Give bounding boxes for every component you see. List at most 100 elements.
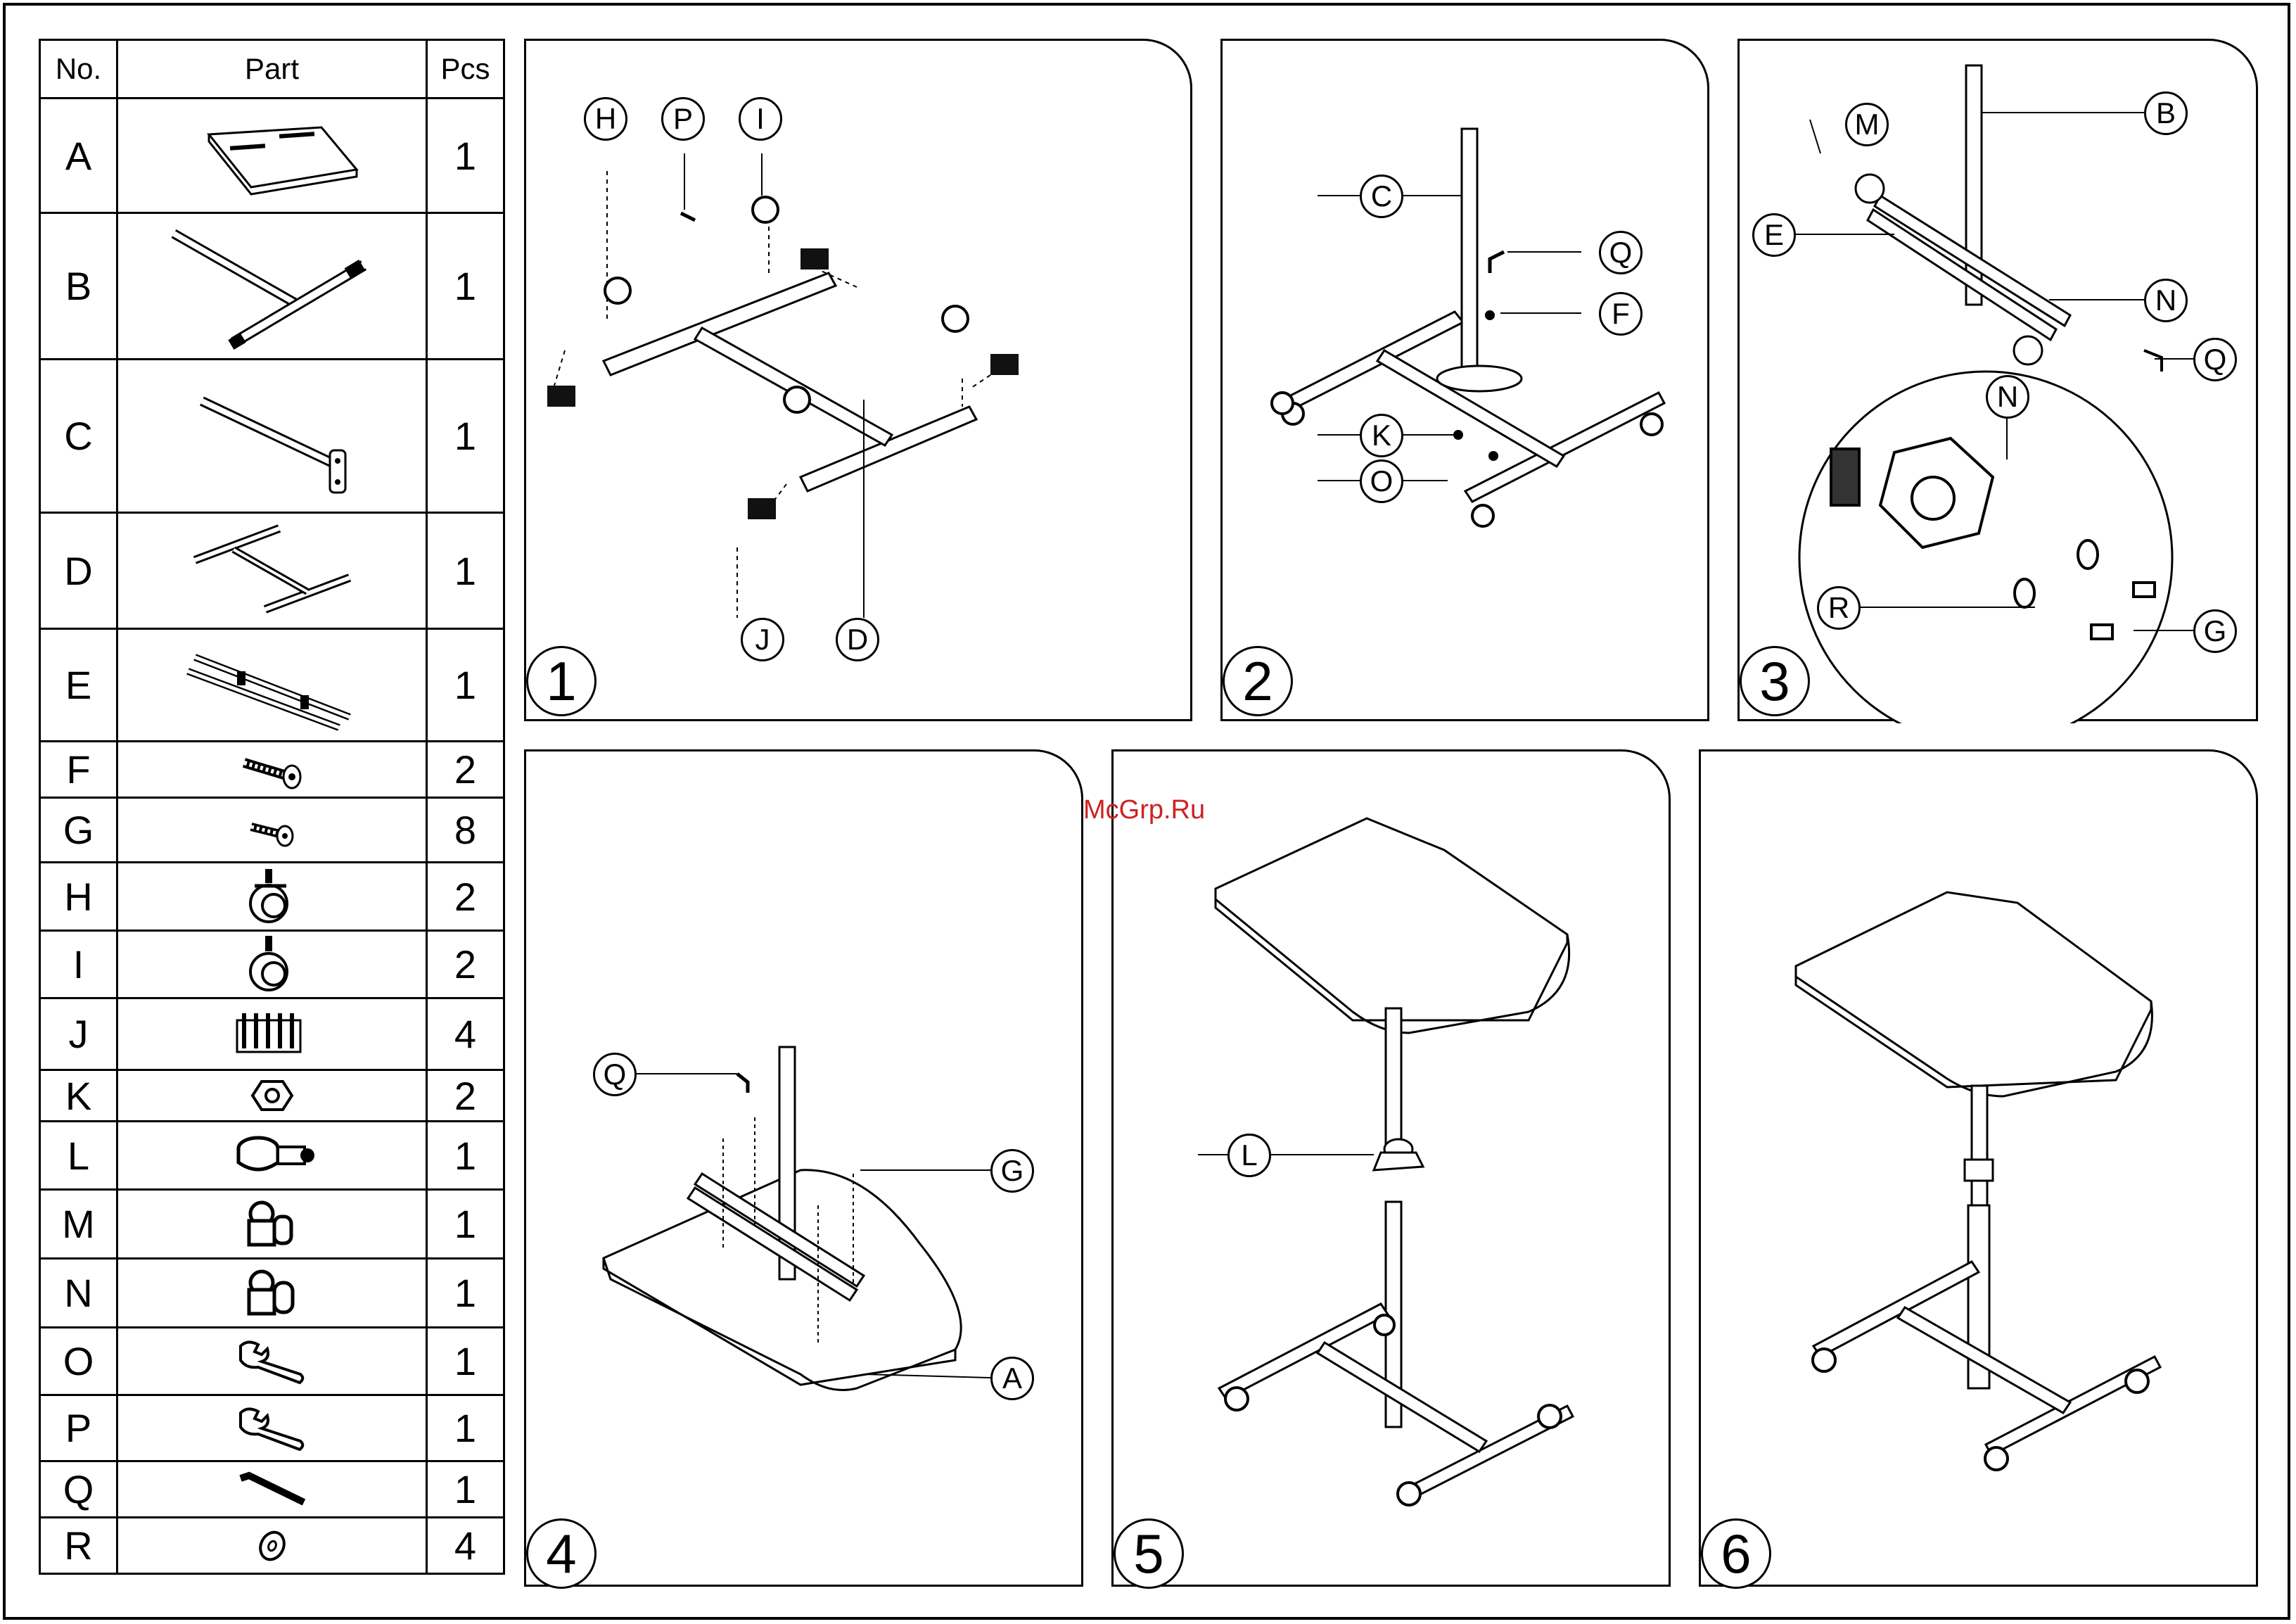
row-pcs: 1 bbox=[427, 360, 504, 513]
row-no: A bbox=[40, 99, 117, 213]
table-row: L 1 bbox=[40, 1122, 504, 1190]
row-pcs: 1 bbox=[427, 1328, 504, 1395]
wrench-icon bbox=[117, 1328, 427, 1395]
row-pcs: 1 bbox=[427, 513, 504, 629]
step-2-panel: C Q F K O 2 bbox=[1220, 39, 1709, 721]
row-no: I bbox=[40, 931, 117, 998]
tilt-bracket-icon bbox=[117, 629, 427, 742]
row-no: B bbox=[40, 213, 117, 360]
label-R: R bbox=[1817, 586, 1861, 630]
row-no: J bbox=[40, 998, 117, 1070]
row-pcs: 1 bbox=[427, 1395, 504, 1461]
long-bolt-icon bbox=[117, 742, 427, 798]
label-E: E bbox=[1752, 213, 1796, 257]
header-part: Part bbox=[117, 40, 427, 99]
table-row: E 1 bbox=[40, 629, 504, 742]
wrench-icon bbox=[117, 1395, 427, 1461]
row-pcs: 2 bbox=[427, 863, 504, 931]
table-row: G 8 bbox=[40, 798, 504, 863]
label-M: M bbox=[1845, 103, 1889, 146]
row-pcs: 8 bbox=[427, 798, 504, 863]
column-assembly-drawing bbox=[1223, 41, 1711, 723]
row-no: G bbox=[40, 798, 117, 863]
table-row: P 1 bbox=[40, 1395, 504, 1461]
row-no: E bbox=[40, 629, 117, 742]
row-no: L bbox=[40, 1122, 117, 1190]
parts-table: No. Part Pcs A 1 B 1 C 1 D bbox=[39, 39, 505, 1575]
label-Q: Q bbox=[593, 1053, 637, 1096]
table-row: I 2 bbox=[40, 931, 504, 998]
row-no: K bbox=[40, 1070, 117, 1122]
table-row: R 4 bbox=[40, 1518, 504, 1574]
label-N: N bbox=[2144, 279, 2188, 322]
row-no: D bbox=[40, 513, 117, 629]
nut-icon bbox=[117, 1070, 427, 1122]
caster-icon bbox=[117, 931, 427, 998]
row-no: M bbox=[40, 1190, 117, 1259]
label-J: J bbox=[741, 618, 784, 661]
row-pcs: 1 bbox=[427, 1190, 504, 1259]
step-3-panel: M B E N Q N R G 3 bbox=[1737, 39, 2258, 721]
table-row: M 1 bbox=[40, 1190, 504, 1259]
label-Q: Q bbox=[2193, 338, 2237, 381]
label-H: H bbox=[584, 97, 627, 141]
table-row: A 1 bbox=[40, 99, 504, 213]
washer-icon bbox=[117, 1518, 427, 1574]
table-row: D 1 bbox=[40, 513, 504, 629]
table-row: B 1 bbox=[40, 213, 504, 360]
step-number: 4 bbox=[526, 1518, 597, 1589]
label-P: P bbox=[661, 97, 705, 141]
allen-key-icon bbox=[117, 1461, 427, 1518]
table-row: J 4 bbox=[40, 998, 504, 1070]
label-D: D bbox=[836, 618, 879, 661]
finished-table-drawing bbox=[1701, 751, 2260, 1589]
label-I: I bbox=[739, 97, 782, 141]
label-K: K bbox=[1360, 414, 1403, 457]
row-no: Q bbox=[40, 1461, 117, 1518]
row-pcs: 1 bbox=[427, 99, 504, 213]
step-number: 6 bbox=[1701, 1518, 1771, 1589]
label-B: B bbox=[2144, 91, 2188, 135]
label-G: G bbox=[990, 1149, 1034, 1193]
row-pcs: 1 bbox=[427, 1259, 504, 1328]
row-no: R bbox=[40, 1518, 117, 1574]
row-pcs: 2 bbox=[427, 1070, 504, 1122]
watermark: McGrp.Ru bbox=[1083, 795, 1205, 825]
base-frame-icon bbox=[117, 513, 427, 629]
table-row: O 1 bbox=[40, 1328, 504, 1395]
step-1-panel: H P I J D 1 bbox=[524, 39, 1192, 721]
row-no: N bbox=[40, 1259, 117, 1328]
height-clamp-drawing bbox=[1114, 751, 1673, 1589]
row-pcs: 4 bbox=[427, 1518, 504, 1574]
end-cap-icon bbox=[117, 998, 427, 1070]
table-row: N 1 bbox=[40, 1259, 504, 1328]
header-no: No. bbox=[40, 40, 117, 99]
row-pcs: 1 bbox=[427, 629, 504, 742]
row-no: H bbox=[40, 863, 117, 931]
row-no: C bbox=[40, 360, 117, 513]
row-pcs: 1 bbox=[427, 1122, 504, 1190]
step-4-panel: Q G A 4 bbox=[524, 749, 1083, 1587]
step-6-panel: 6 bbox=[1699, 749, 2258, 1587]
table-row: C 1 bbox=[40, 360, 504, 513]
row-no: O bbox=[40, 1328, 117, 1395]
knob-bracket-right-icon bbox=[117, 1259, 427, 1328]
label-F: F bbox=[1599, 292, 1643, 336]
label-O: O bbox=[1360, 459, 1403, 503]
label-N-detail: N bbox=[1986, 375, 2029, 419]
row-no: P bbox=[40, 1395, 117, 1461]
row-pcs: 4 bbox=[427, 998, 504, 1070]
label-Q: Q bbox=[1599, 231, 1643, 274]
step-number: 2 bbox=[1223, 646, 1293, 716]
table-row: H 2 bbox=[40, 863, 504, 931]
step-number: 1 bbox=[526, 646, 597, 716]
top-tube-icon bbox=[117, 213, 427, 360]
label-L: L bbox=[1227, 1134, 1271, 1177]
table-row: Q 1 bbox=[40, 1461, 504, 1518]
height-clamp-icon bbox=[117, 1122, 427, 1190]
header-pcs: Pcs bbox=[427, 40, 504, 99]
step-5-panel: L 5 bbox=[1111, 749, 1671, 1587]
locking-caster-icon bbox=[117, 863, 427, 931]
table-row: K 2 bbox=[40, 1070, 504, 1122]
column-tube-icon bbox=[117, 360, 427, 513]
